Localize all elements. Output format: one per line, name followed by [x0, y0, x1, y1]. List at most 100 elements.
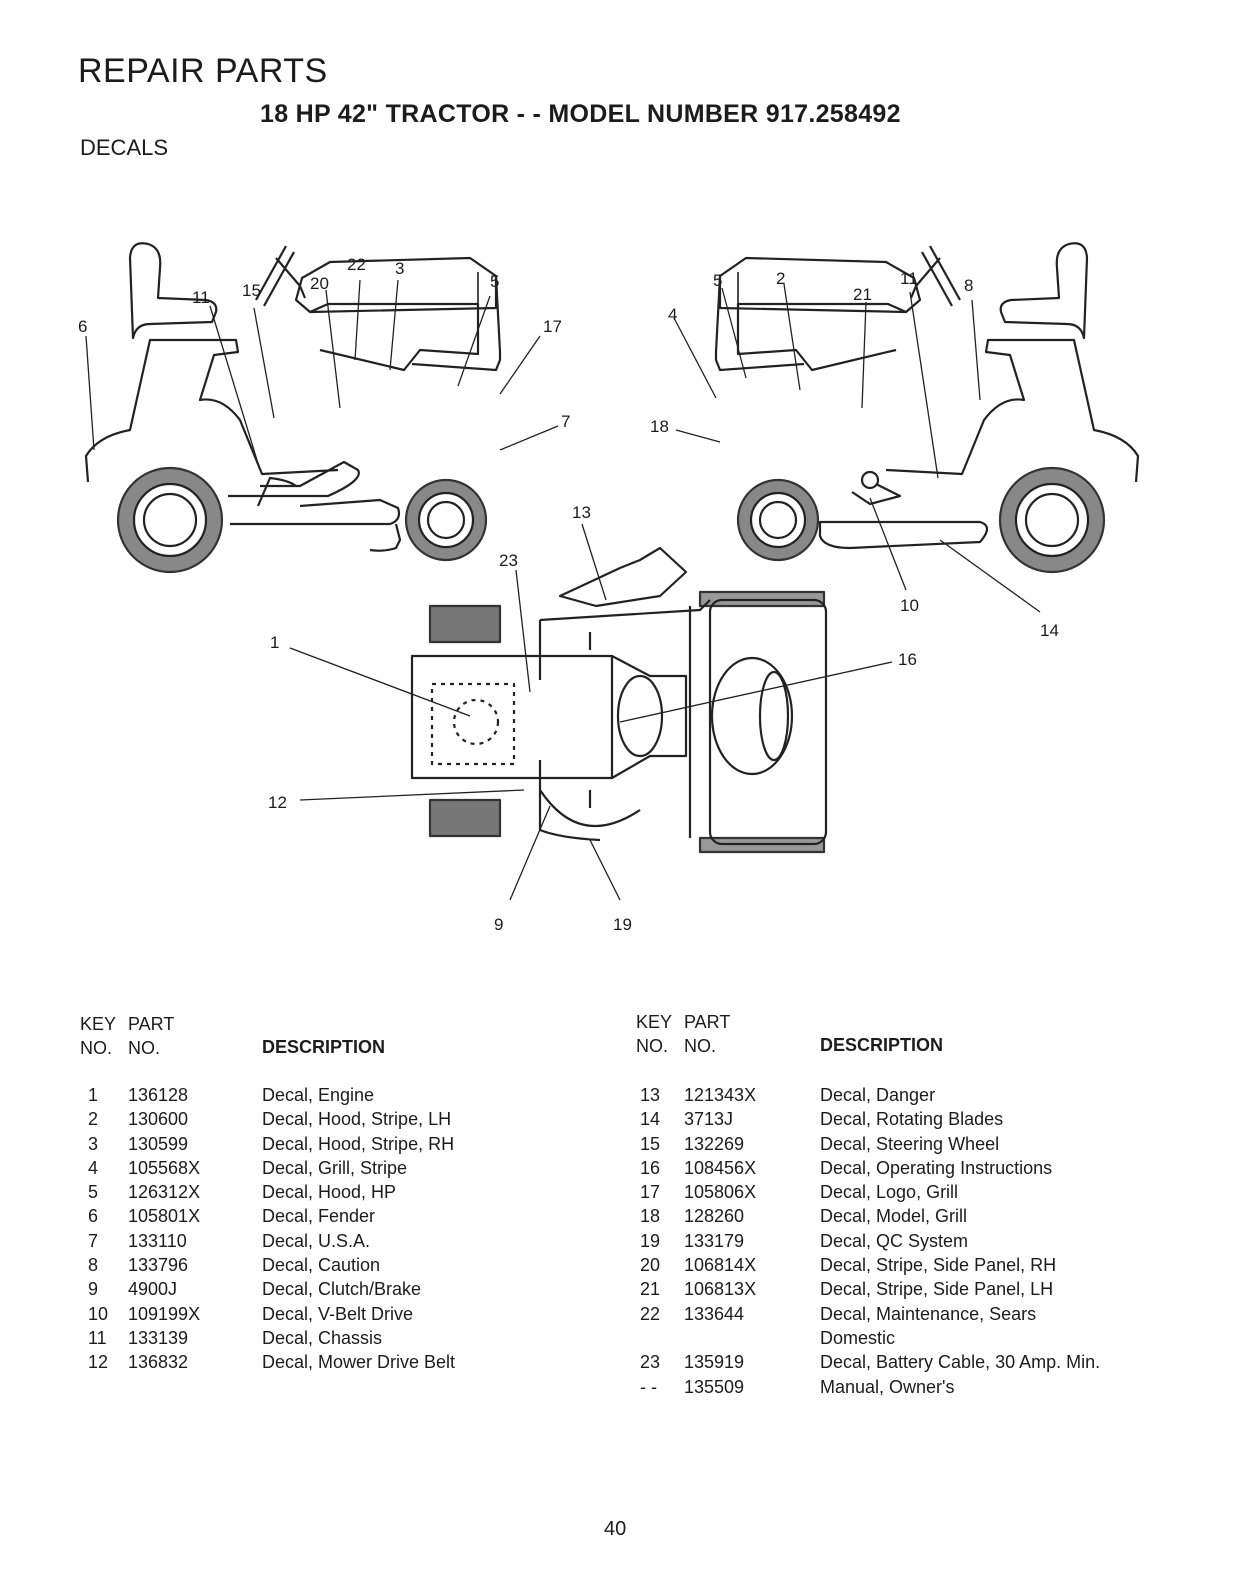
column-header-part: PART — [128, 1014, 175, 1034]
page-number: 40 — [604, 1518, 627, 1540]
part-description: Decal, V-Belt Drive — [262, 1303, 414, 1324]
callout-22: 22 — [347, 255, 366, 274]
part-description: Decal, Chassis — [262, 1327, 383, 1348]
column-header-key-no: NO. — [636, 1036, 669, 1056]
table-row: 3 130599 Decal, Hood, Stripe, RH — [80, 1132, 560, 1156]
part-description: Decal, Danger — [820, 1085, 936, 1105]
table-row: 17 105806X Decal, Logo, Grill — [636, 1180, 1176, 1204]
part-description: Decal, Hood, Stripe, LH — [262, 1109, 452, 1130]
part-number: 133110 — [128, 1230, 187, 1251]
part-number: 4900J — [128, 1279, 178, 1300]
column-header-part-no: NO. — [128, 1038, 161, 1058]
callout-10: 10 — [900, 596, 919, 615]
part-description: Decal, Battery Cable, 30 Amp. Min. — [820, 1352, 1101, 1373]
callout-2: 2 — [776, 269, 785, 288]
table-row: 2 130600 Decal, Hood, Stripe, LH — [80, 1107, 560, 1131]
key-number: 2 — [88, 1109, 99, 1130]
part-number: 135919 — [684, 1352, 745, 1373]
column-header-key: KEY — [636, 1012, 673, 1032]
key-number: 1 — [88, 1085, 99, 1105]
part-number: 105801X — [128, 1206, 201, 1227]
part-description: Decal, Steering Wheel — [820, 1133, 1000, 1154]
key-number: 3 — [88, 1133, 99, 1154]
part-number: 126312X — [128, 1182, 201, 1203]
callout-16: 16 — [898, 650, 917, 669]
callout-21: 21 — [853, 285, 872, 304]
callout-11-right: 11 — [900, 269, 918, 288]
callout-20: 20 — [310, 274, 329, 293]
decal-location-diagram: 22 3 11 15 20 5 6 17 7 5 2 11 21 8 4 18 … — [78, 242, 1140, 934]
key-number: 9 — [88, 1279, 99, 1300]
tractor-right-side — [714, 242, 1140, 574]
column-header-key-no: NO. — [80, 1038, 113, 1058]
part-number: 3713J — [684, 1109, 734, 1130]
part-description: Decal, Engine — [262, 1085, 375, 1105]
callout-7: 7 — [561, 412, 570, 431]
parts-list-right: 13 121343X Decal, Danger 14 3713J Decal, Rota… — [636, 1083, 1176, 1399]
callout-12: 12 — [268, 793, 287, 812]
callout-19: 19 — [613, 915, 632, 934]
tractor-top-view — [410, 546, 828, 854]
key-number: 17 — [640, 1182, 661, 1203]
part-number: 133644 — [684, 1303, 745, 1324]
part-number: 108456X — [684, 1157, 757, 1178]
part-description: Decal, Rotating Blades — [820, 1109, 1004, 1130]
part-number: 105806X — [684, 1182, 757, 1203]
callout-14: 14 — [1040, 621, 1059, 640]
column-header-description: DESCRIPTION — [262, 1037, 386, 1057]
table-row: 1 136128 Decal, Engine — [80, 1083, 560, 1107]
column-header-description: DESCRIPTION — [820, 1035, 944, 1055]
column-header-part: PART — [684, 1012, 731, 1032]
part-number: 136128 — [128, 1085, 189, 1105]
key-number: 12 — [88, 1352, 109, 1373]
part-number: 121343X — [684, 1085, 757, 1105]
table-row: 5 126312X Decal, Hood, HP — [80, 1180, 560, 1204]
key-number: 14 — [640, 1109, 661, 1130]
part-description: Decal, Operating Instructions — [820, 1157, 1053, 1178]
key-number: 19 — [640, 1230, 661, 1251]
key-number: 5 — [88, 1182, 99, 1203]
part-description: Decal, Stripe, Side Panel, LH — [820, 1279, 1054, 1300]
page-subtitle: 18 HP 42" TRACTOR - - MODEL NUMBER 917.2… — [260, 100, 901, 128]
callout-18: 18 — [650, 417, 669, 436]
key-number: 20 — [640, 1255, 661, 1276]
column-header-part-no: NO. — [684, 1036, 717, 1056]
key-number: 21 — [640, 1279, 661, 1300]
table-row: 16 108456X Decal, Operating Instructions — [636, 1156, 1176, 1180]
part-description: Decal, Caution — [262, 1255, 381, 1276]
table-row: Domestic — [636, 1326, 1176, 1350]
callout-1: 1 — [270, 633, 279, 652]
callout-15: 15 — [242, 281, 261, 300]
part-description: Decal, Hood, HP — [262, 1182, 397, 1203]
part-number: 128260 — [684, 1206, 745, 1227]
part-description: Decal, Hood, Stripe, RH — [262, 1133, 455, 1154]
part-description: Decal, U.S.A. — [262, 1230, 371, 1251]
part-description: Decal, Logo, Grill — [820, 1182, 959, 1203]
key-number: 13 — [640, 1085, 661, 1105]
part-number: 130599 — [128, 1133, 189, 1154]
key-number: 4 — [88, 1157, 99, 1178]
part-number: 130600 — [128, 1109, 189, 1130]
callout-9: 9 — [494, 915, 503, 934]
key-number: 16 — [640, 1157, 661, 1178]
part-number: 106813X — [684, 1279, 757, 1300]
callout-8: 8 — [964, 276, 973, 295]
table-row: 12 136832 Decal, Mower Drive Belt — [80, 1350, 560, 1374]
part-description: Decal, Mower Drive Belt — [262, 1352, 456, 1373]
part-description: Decal, Fender — [262, 1206, 376, 1227]
tractor-left-side — [84, 242, 502, 574]
callout-6: 6 — [78, 317, 87, 336]
part-number: 135509 — [684, 1376, 745, 1397]
part-number: 106814X — [684, 1255, 757, 1276]
part-number: 136832 — [128, 1352, 189, 1373]
